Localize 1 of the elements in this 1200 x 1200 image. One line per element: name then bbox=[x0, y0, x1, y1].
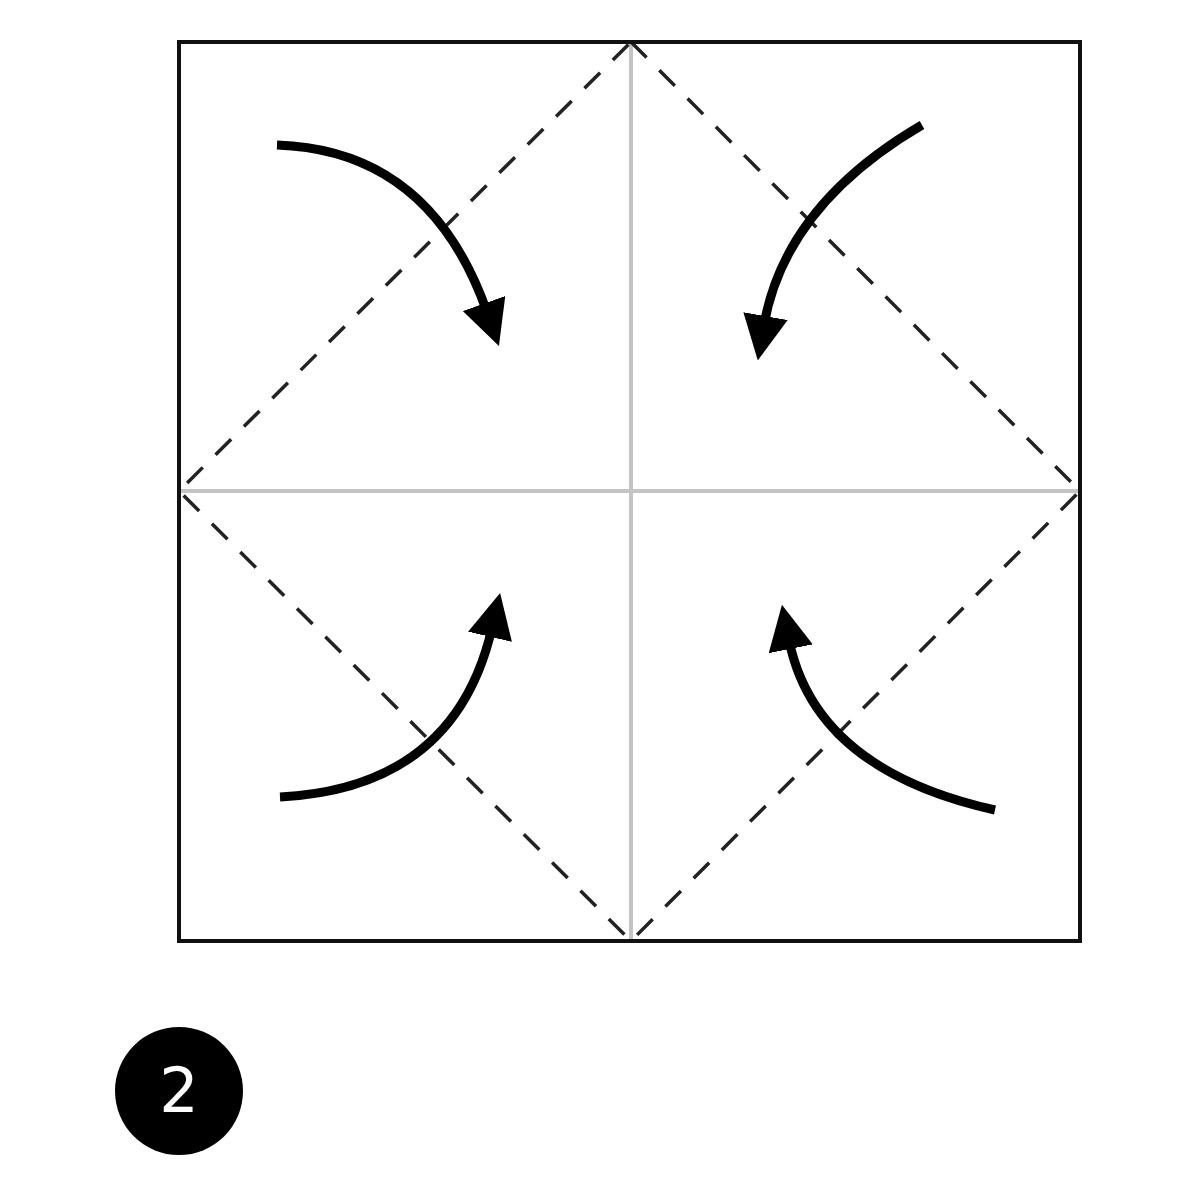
step-number: 2 bbox=[159, 1060, 199, 1122]
